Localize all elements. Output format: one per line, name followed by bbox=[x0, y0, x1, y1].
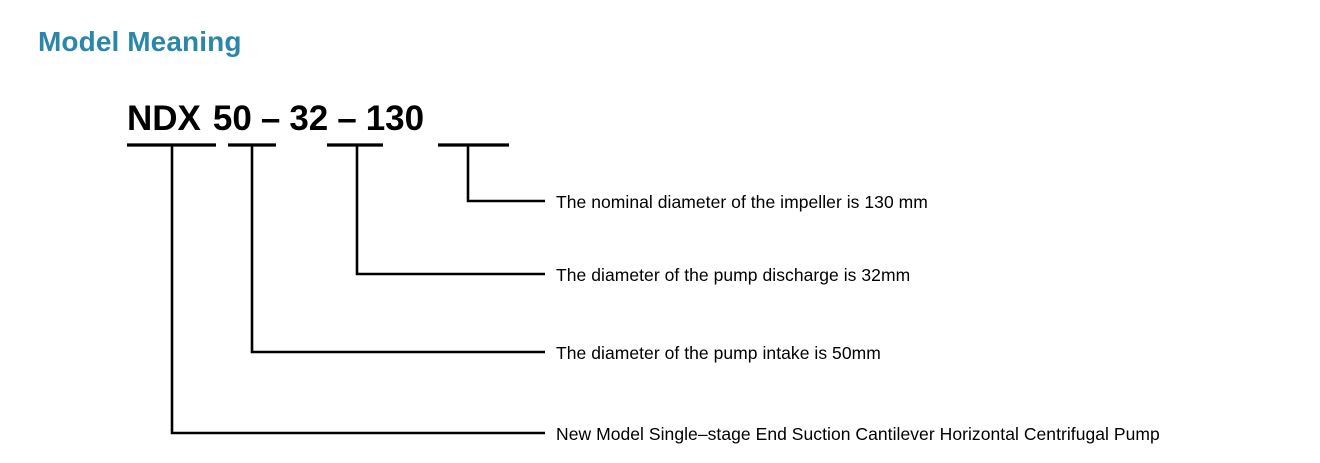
leader-discharge bbox=[355, 145, 545, 276]
model-code-intake: 50 bbox=[212, 99, 252, 138]
leader-impeller bbox=[466, 145, 545, 203]
callout-label-series: New Model Single–stage End Suction Canti… bbox=[556, 424, 1160, 444]
callout-label-discharge: The diameter of the pump discharge is 32… bbox=[556, 265, 911, 285]
model-code-separator-2: – bbox=[337, 99, 357, 138]
callout-label-intake: The diameter of the pump intake is 50mm bbox=[556, 343, 881, 363]
model-code-separator-1: – bbox=[260, 99, 281, 138]
page-title: Model Meaning bbox=[38, 26, 242, 57]
model-code-discharge: 32 bbox=[289, 99, 329, 138]
model-code-prefix: NDX bbox=[127, 99, 201, 138]
leader-intake bbox=[250, 145, 545, 354]
leader-series bbox=[170, 145, 545, 435]
model-code-impeller: 130 bbox=[365, 99, 425, 138]
callout-label-impeller: The nominal diameter of the impeller is … bbox=[556, 192, 928, 212]
